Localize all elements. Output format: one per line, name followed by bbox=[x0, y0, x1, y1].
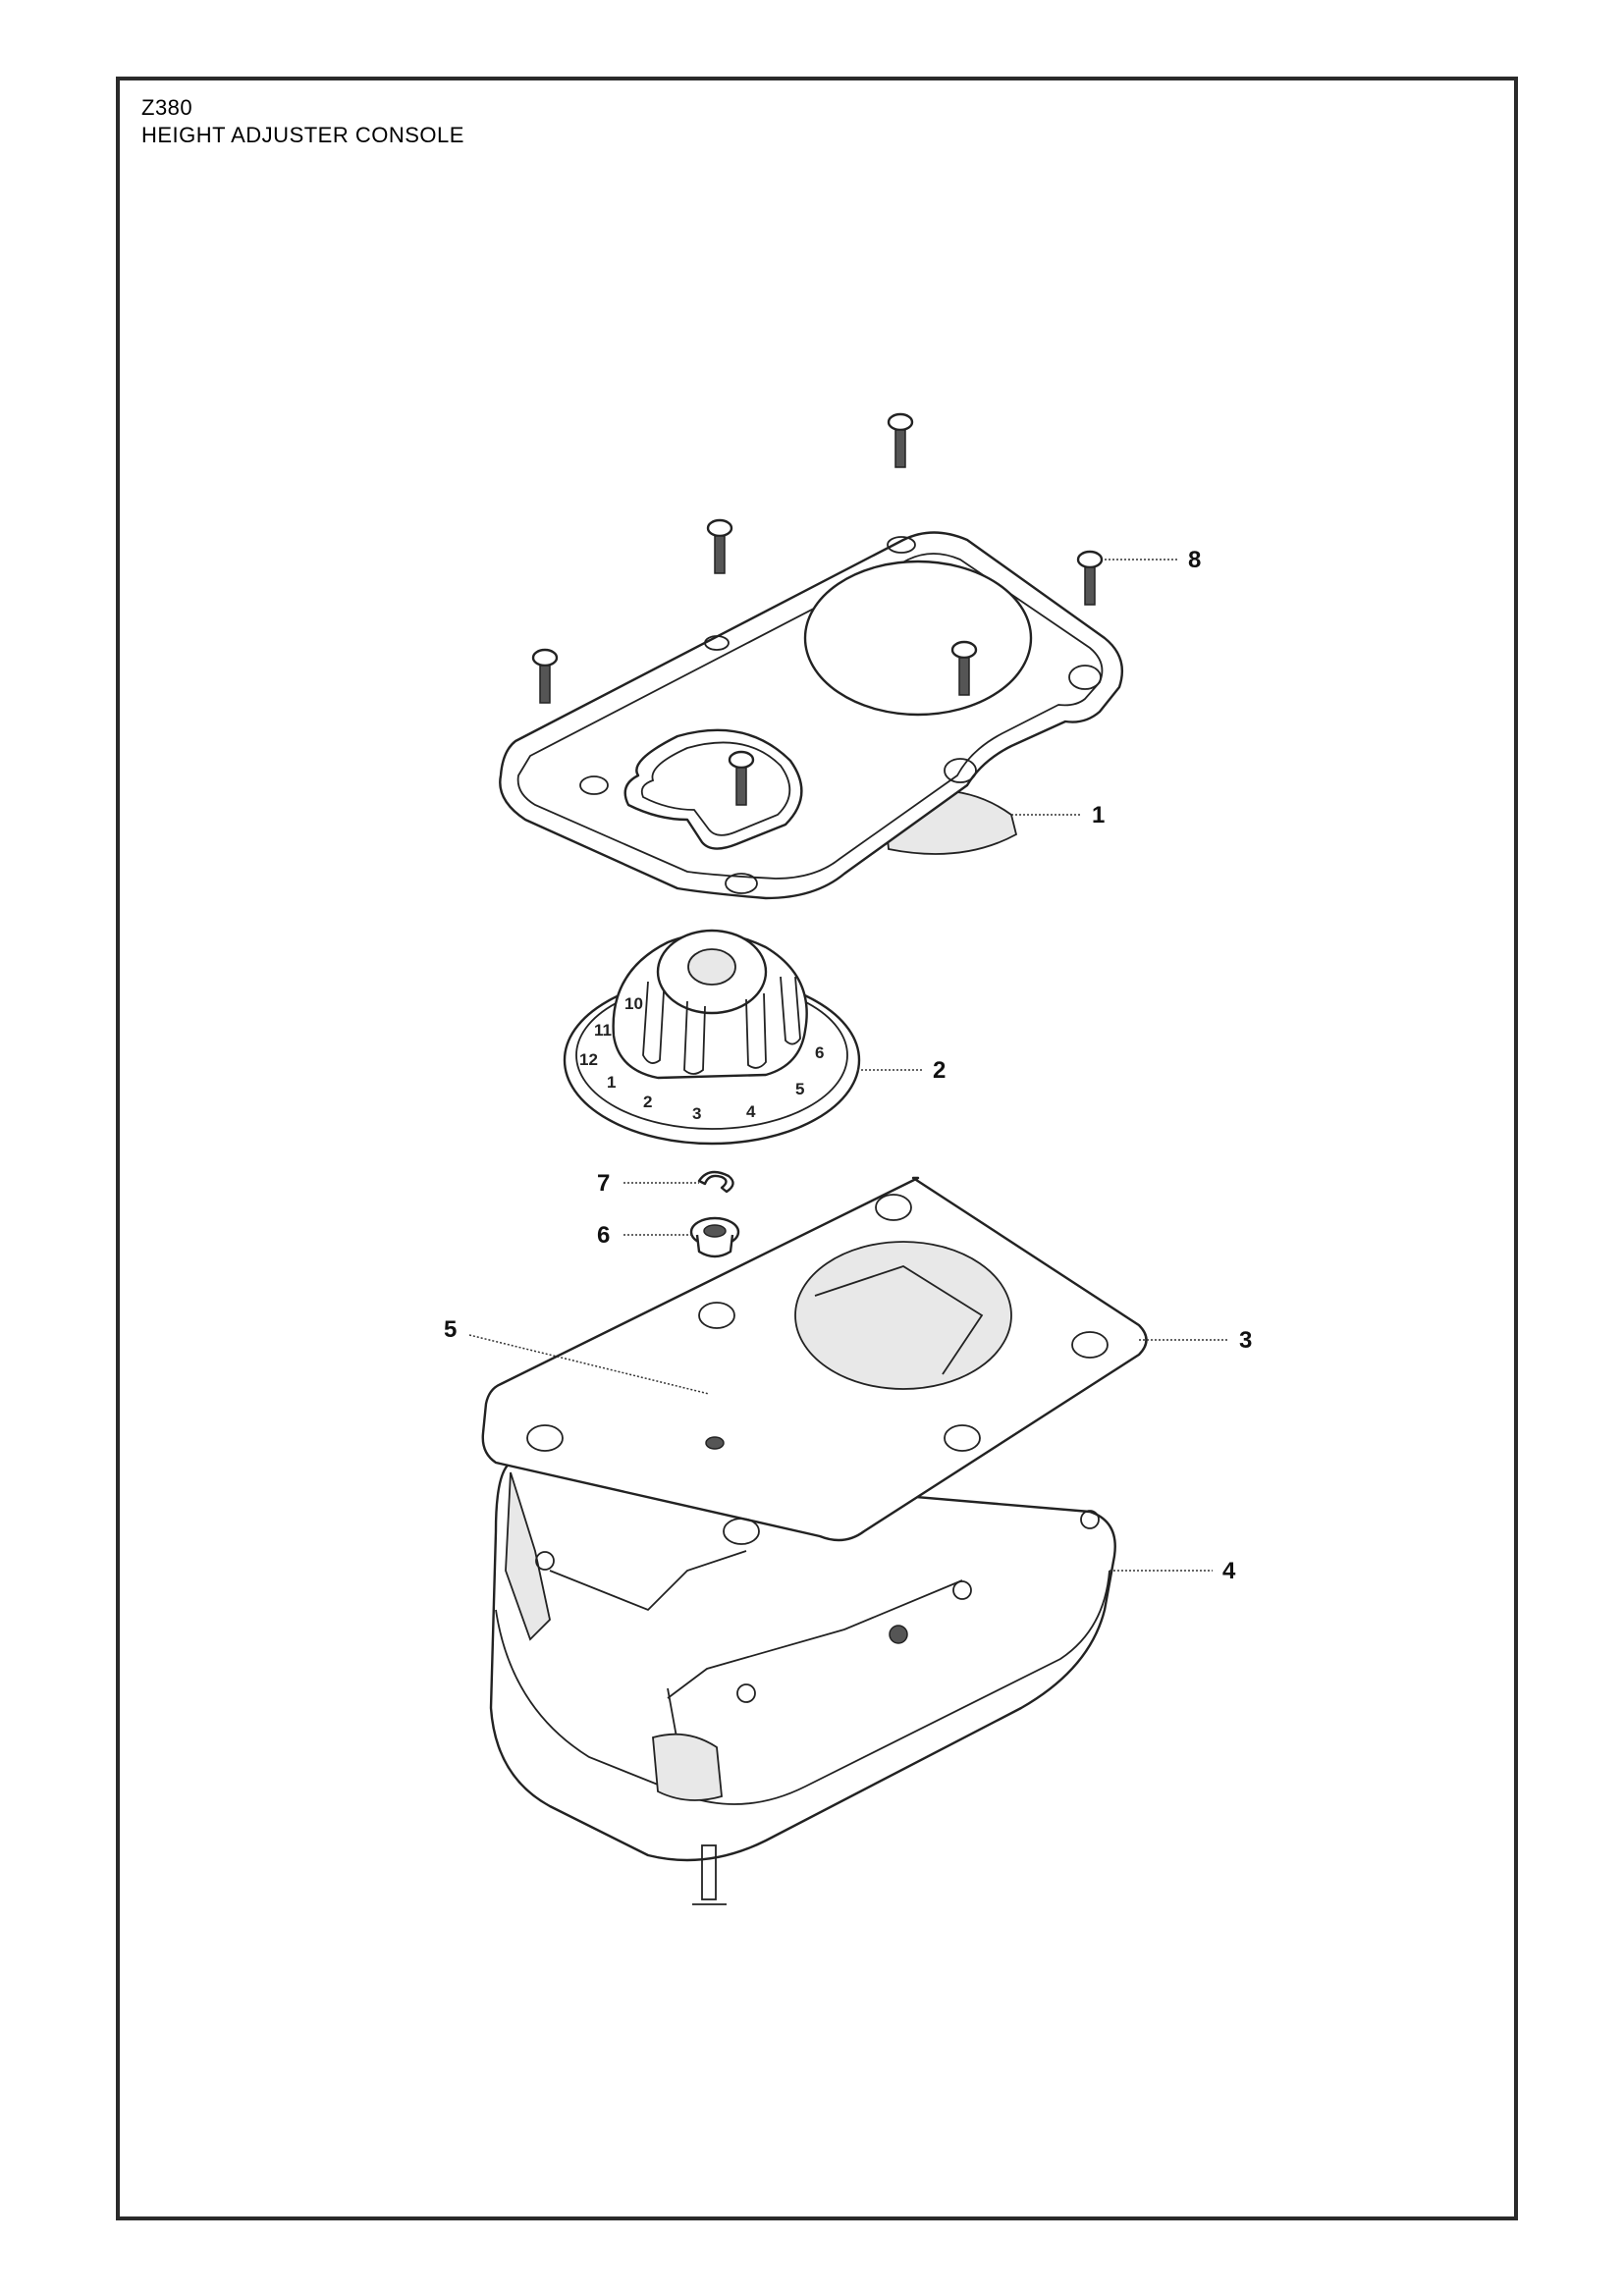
part-1-top-cover bbox=[499, 531, 1124, 900]
callout-7: 7 bbox=[597, 1170, 610, 1197]
part-6-bushing bbox=[689, 1216, 740, 1258]
title-block: Z380 HEIGHT ADJUSTER CONSOLE bbox=[141, 94, 464, 149]
dial-number: 11 bbox=[594, 1021, 612, 1040]
part-2-height-knob: 1 2 3 4 5 6 10 11 12 bbox=[563, 929, 861, 1146]
part-4-lower-housing bbox=[489, 1461, 1116, 1905]
callout-8: 8 bbox=[1188, 547, 1201, 573]
part-3-plate bbox=[481, 1176, 1148, 1545]
diagram-title: HEIGHT ADJUSTER CONSOLE bbox=[141, 123, 464, 147]
dial-number: 6 bbox=[815, 1043, 824, 1062]
dial-number: 5 bbox=[795, 1080, 804, 1098]
callout-6: 6 bbox=[597, 1222, 610, 1249]
drawing-frame bbox=[116, 77, 1518, 2220]
dial-number: 2 bbox=[643, 1093, 652, 1111]
part-7-clip bbox=[697, 1170, 734, 1194]
screw bbox=[950, 640, 978, 696]
callout-2: 2 bbox=[933, 1057, 946, 1084]
callout-1: 1 bbox=[1092, 802, 1105, 828]
callout-3: 3 bbox=[1239, 1327, 1252, 1354]
dial-number: 3 bbox=[692, 1104, 701, 1123]
screw bbox=[1076, 550, 1104, 606]
dial-number: 1 bbox=[607, 1073, 616, 1092]
model-number: Z380 bbox=[141, 95, 193, 120]
callout-4: 4 bbox=[1222, 1558, 1236, 1584]
dial-number: 12 bbox=[579, 1050, 598, 1069]
part-8-screws bbox=[531, 412, 1104, 806]
screw bbox=[728, 750, 755, 806]
screw bbox=[887, 412, 914, 468]
dial-number: 10 bbox=[624, 994, 643, 1013]
screw bbox=[531, 648, 559, 704]
callout-5: 5 bbox=[444, 1316, 457, 1343]
dial-number: 4 bbox=[746, 1102, 756, 1121]
leader-line-5 bbox=[468, 1334, 710, 1395]
screw bbox=[706, 518, 733, 574]
